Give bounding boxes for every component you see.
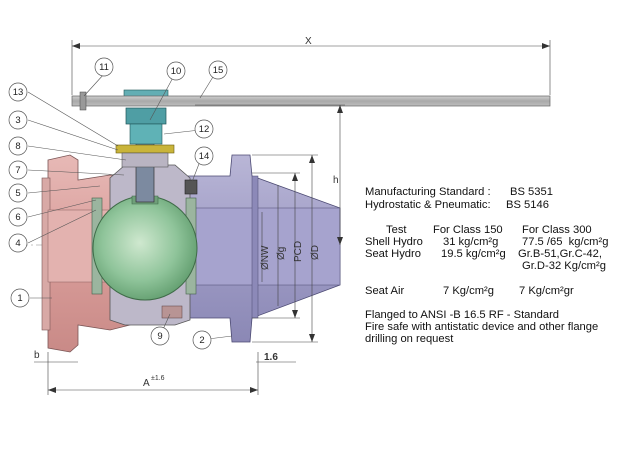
- lever-handle: [71, 95, 551, 107]
- callout-7: 7: [15, 165, 20, 176]
- callout-5: 5: [15, 188, 20, 199]
- callout-1: 1: [17, 293, 22, 304]
- spec-air-150: 7 Kg/cm²g: [443, 285, 494, 297]
- spec-mfg-label: Manufacturing Standard :: [365, 186, 491, 198]
- spec-hydro-value: BS 5146: [506, 199, 549, 211]
- spec-seat-300-a: Gr.B-51,Gr.C-42,: [518, 248, 602, 260]
- callout-14: 14: [199, 151, 210, 162]
- dim-x-label: X: [305, 36, 312, 47]
- dim-pcd-label: PCD: [293, 241, 304, 262]
- spec-seat-300-b: Gr.D-32 Kg/cm²g: [522, 260, 606, 272]
- spec-shell-150: 31 kg/cm²g: [443, 236, 499, 248]
- spec-shell-300: 77.5 /65 kg/cm²g: [522, 236, 609, 248]
- callout-10: 10: [171, 66, 182, 77]
- callout-8: 8: [15, 141, 20, 152]
- spec-mfg-value: BS 5351: [510, 186, 553, 198]
- dim-raised-face: 1.6: [264, 352, 278, 363]
- spec-fire-2: drilling on request: [365, 333, 454, 345]
- dim-d-label: ØD: [310, 245, 321, 260]
- callout-9: 9: [157, 331, 162, 342]
- spec-air-300: 7 Kg/cm²gr: [519, 285, 574, 297]
- dim-b-label: b: [34, 350, 40, 361]
- body-left-flange: [41, 154, 131, 353]
- callout-13: 13: [13, 87, 24, 98]
- spec-fire-1: Fire safe with antistatic device and oth…: [365, 321, 599, 333]
- callout-numbers: 13 3 8 7 5 6 4 1 11 10 15 12 14 9 2: [13, 62, 224, 346]
- body-gasket: [161, 305, 183, 319]
- callout-12: 12: [199, 124, 210, 135]
- callout-2: 2: [199, 335, 204, 346]
- dim-g-label: Øg: [276, 247, 287, 260]
- callouts: [8, 57, 228, 350]
- body-right-flange: [179, 154, 341, 343]
- spec-col-300: For Class 300: [522, 224, 592, 236]
- ball: [92, 195, 198, 301]
- spec-seat-150: 19.5 kg/cm²g: [441, 248, 506, 260]
- dimension-lines: [34, 40, 551, 395]
- callout-15: 15: [213, 65, 224, 76]
- spec-seat-label: Seat Hydro: [365, 248, 421, 260]
- spec-flange: Flanged to ANSI -B 16.5 RF - Standard: [365, 309, 560, 321]
- spec-air-label: Seat Air: [365, 285, 405, 297]
- callout-4: 4: [15, 238, 20, 249]
- lever-stop: [79, 91, 87, 111]
- spec-col-test: Test: [386, 224, 407, 236]
- dimension-arrows: [48, 43, 550, 393]
- dim-nw-label: ØNW: [260, 245, 271, 270]
- stem-assembly: [115, 89, 198, 203]
- dim-a-label: A: [143, 378, 150, 389]
- dim-a-tolerance: ±1.6: [151, 375, 165, 382]
- callout-6: 6: [15, 212, 20, 223]
- spec-col-150: For Class 150: [433, 224, 503, 236]
- callout-3: 3: [15, 115, 20, 126]
- spec-shell-label: Shell Hydro: [365, 236, 423, 248]
- spec-hydro-label: Hydrostatic & Pneumatic:: [365, 199, 491, 211]
- callout-11: 11: [99, 62, 109, 73]
- dim-h-label: h: [333, 175, 339, 186]
- leader-lines: [27, 71, 233, 341]
